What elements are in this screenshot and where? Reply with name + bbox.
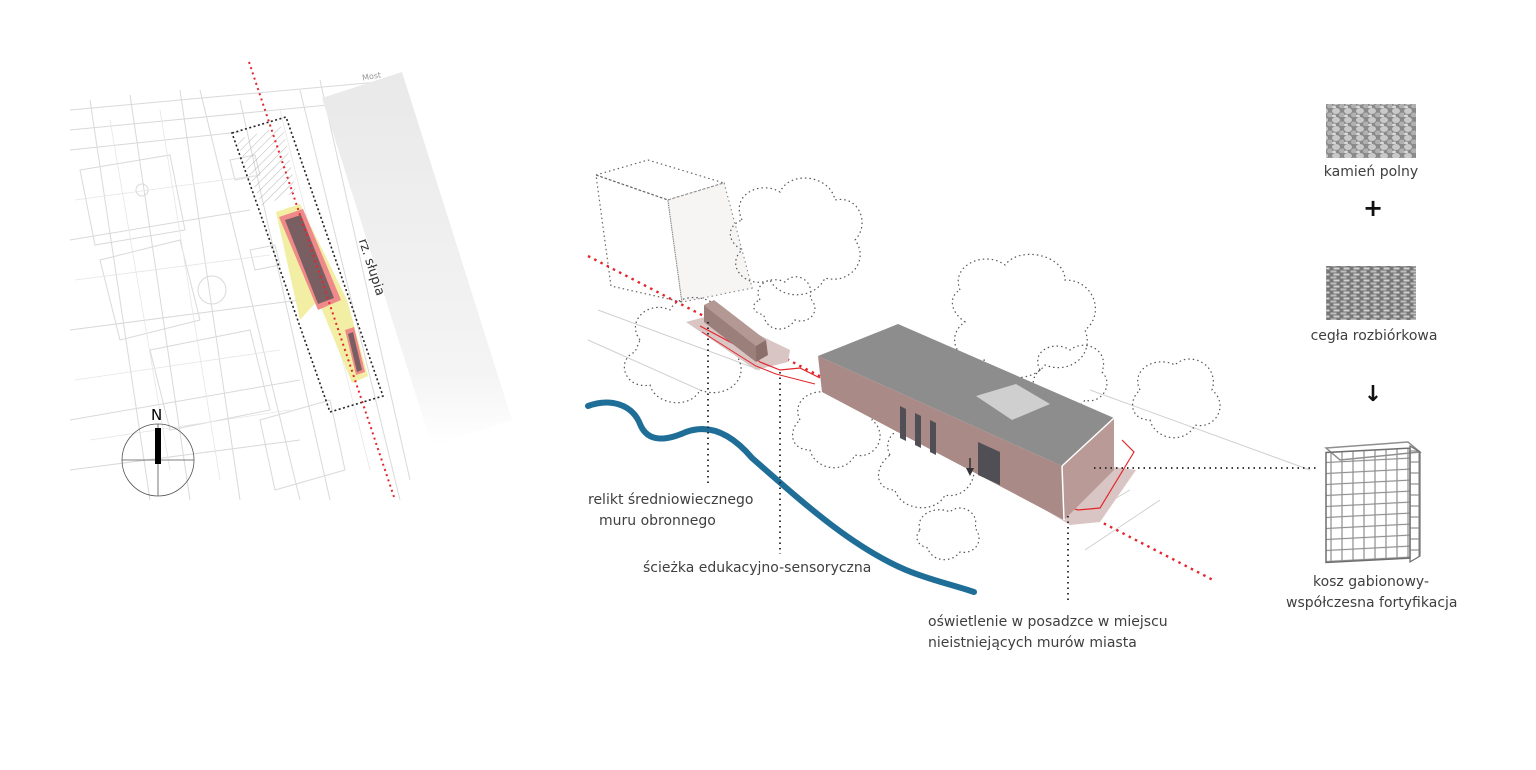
materials-panel <box>1324 104 1422 564</box>
river-curve <box>585 399 977 595</box>
gabion-basket <box>1324 441 1422 564</box>
plot-boundary <box>230 116 385 413</box>
building-roof <box>818 324 1114 466</box>
street-label: Most <box>361 70 382 83</box>
gabion-label-line2: współczesna fortyfikacja <box>1286 595 1458 611</box>
sensory-path-inner <box>701 331 816 385</box>
lighting-label-line1: oświetlenie w posadzce w miejscu <box>928 614 1168 630</box>
brick-label: cegła rozbiórkowa <box>1310 328 1438 344</box>
hatched-area <box>236 126 296 206</box>
roof-skylight <box>976 384 1050 420</box>
site-plan <box>69 61 512 501</box>
north-arrow <box>121 423 195 497</box>
brick-thumbnail <box>1326 266 1416 320</box>
river-band <box>322 72 512 446</box>
axonometric <box>585 159 1318 604</box>
stone-label: kamień polny <box>1323 164 1419 180</box>
stone-thumbnail <box>1326 104 1416 158</box>
relic-label-line1: relikt średniowiecznego <box>588 492 754 508</box>
building-short-facade <box>1062 418 1114 520</box>
relic-label-line2: muru obronnego <box>599 513 716 529</box>
path-label: ścieżka edukacyjno-sensoryczna <box>643 560 872 576</box>
trees <box>623 177 1221 561</box>
main-building <box>818 324 1115 521</box>
plus-symbol: + <box>1362 194 1384 222</box>
gabion-label-line1: kosz gabionowy- <box>1312 574 1430 590</box>
lighting-label-line2: nieistniejących murów miasta <box>928 635 1137 651</box>
building-long-facade <box>818 356 1064 520</box>
relic-wall <box>704 300 768 362</box>
leader-lines <box>707 322 1318 604</box>
window <box>915 413 921 448</box>
window <box>900 406 906 441</box>
relic-footprint <box>348 332 362 372</box>
ghost-building-shade <box>668 183 752 302</box>
window <box>930 420 936 455</box>
arrow-down-icon: ↓ <box>1363 382 1383 407</box>
cad-fine-lines <box>74 109 371 481</box>
north-label: N <box>151 406 163 424</box>
entrance-door <box>978 442 1000 485</box>
